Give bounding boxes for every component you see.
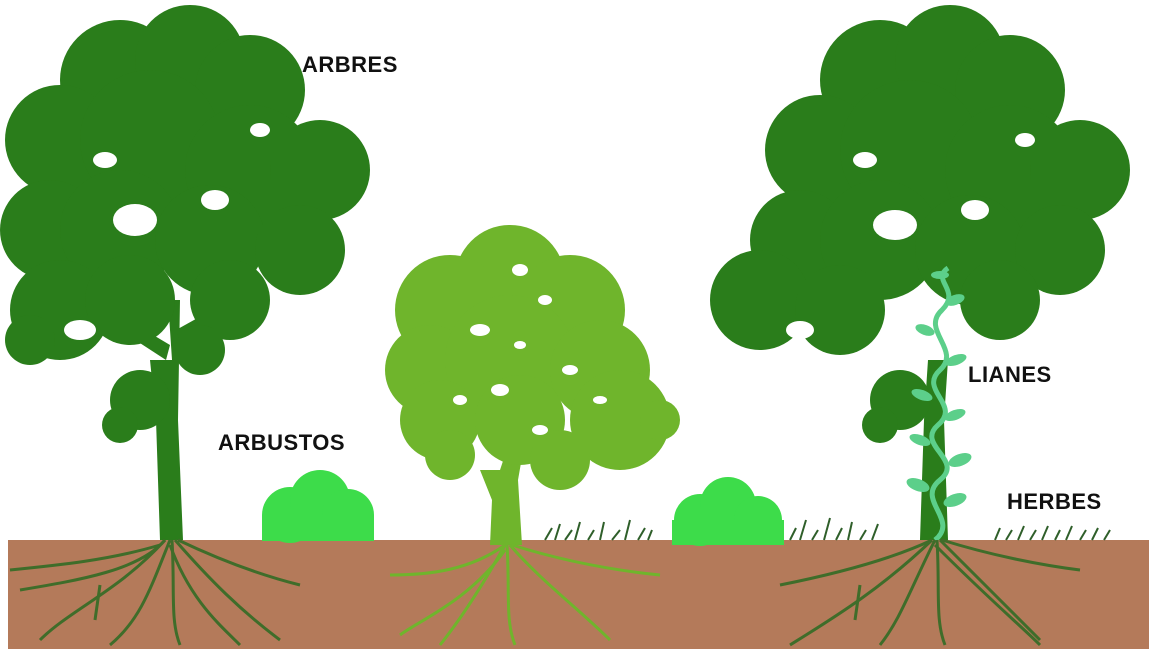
tall-tree-left-gaps [64, 123, 270, 340]
roots-left-tree [9, 538, 301, 647]
label-arbres: ARBRES [302, 52, 398, 77]
roots-right-tree [779, 538, 1081, 647]
shrub-right [672, 477, 784, 546]
roots-middle-tree [389, 543, 661, 646]
label-arbustos: ARBUSTOS [218, 430, 346, 455]
grass-patches [544, 517, 1111, 541]
liana [906, 265, 972, 542]
label-herbes: HERBES [1007, 489, 1102, 514]
tall-tree-left [0, 5, 370, 540]
medium-tree-middle-gaps [453, 264, 607, 435]
tall-tree-right-gaps [786, 133, 1035, 339]
label-lianes: LIANES [968, 362, 1052, 387]
tall-tree-right [710, 5, 1130, 540]
shrub-left [262, 470, 374, 543]
soil [8, 540, 1149, 649]
medium-tree-middle [385, 225, 680, 545]
